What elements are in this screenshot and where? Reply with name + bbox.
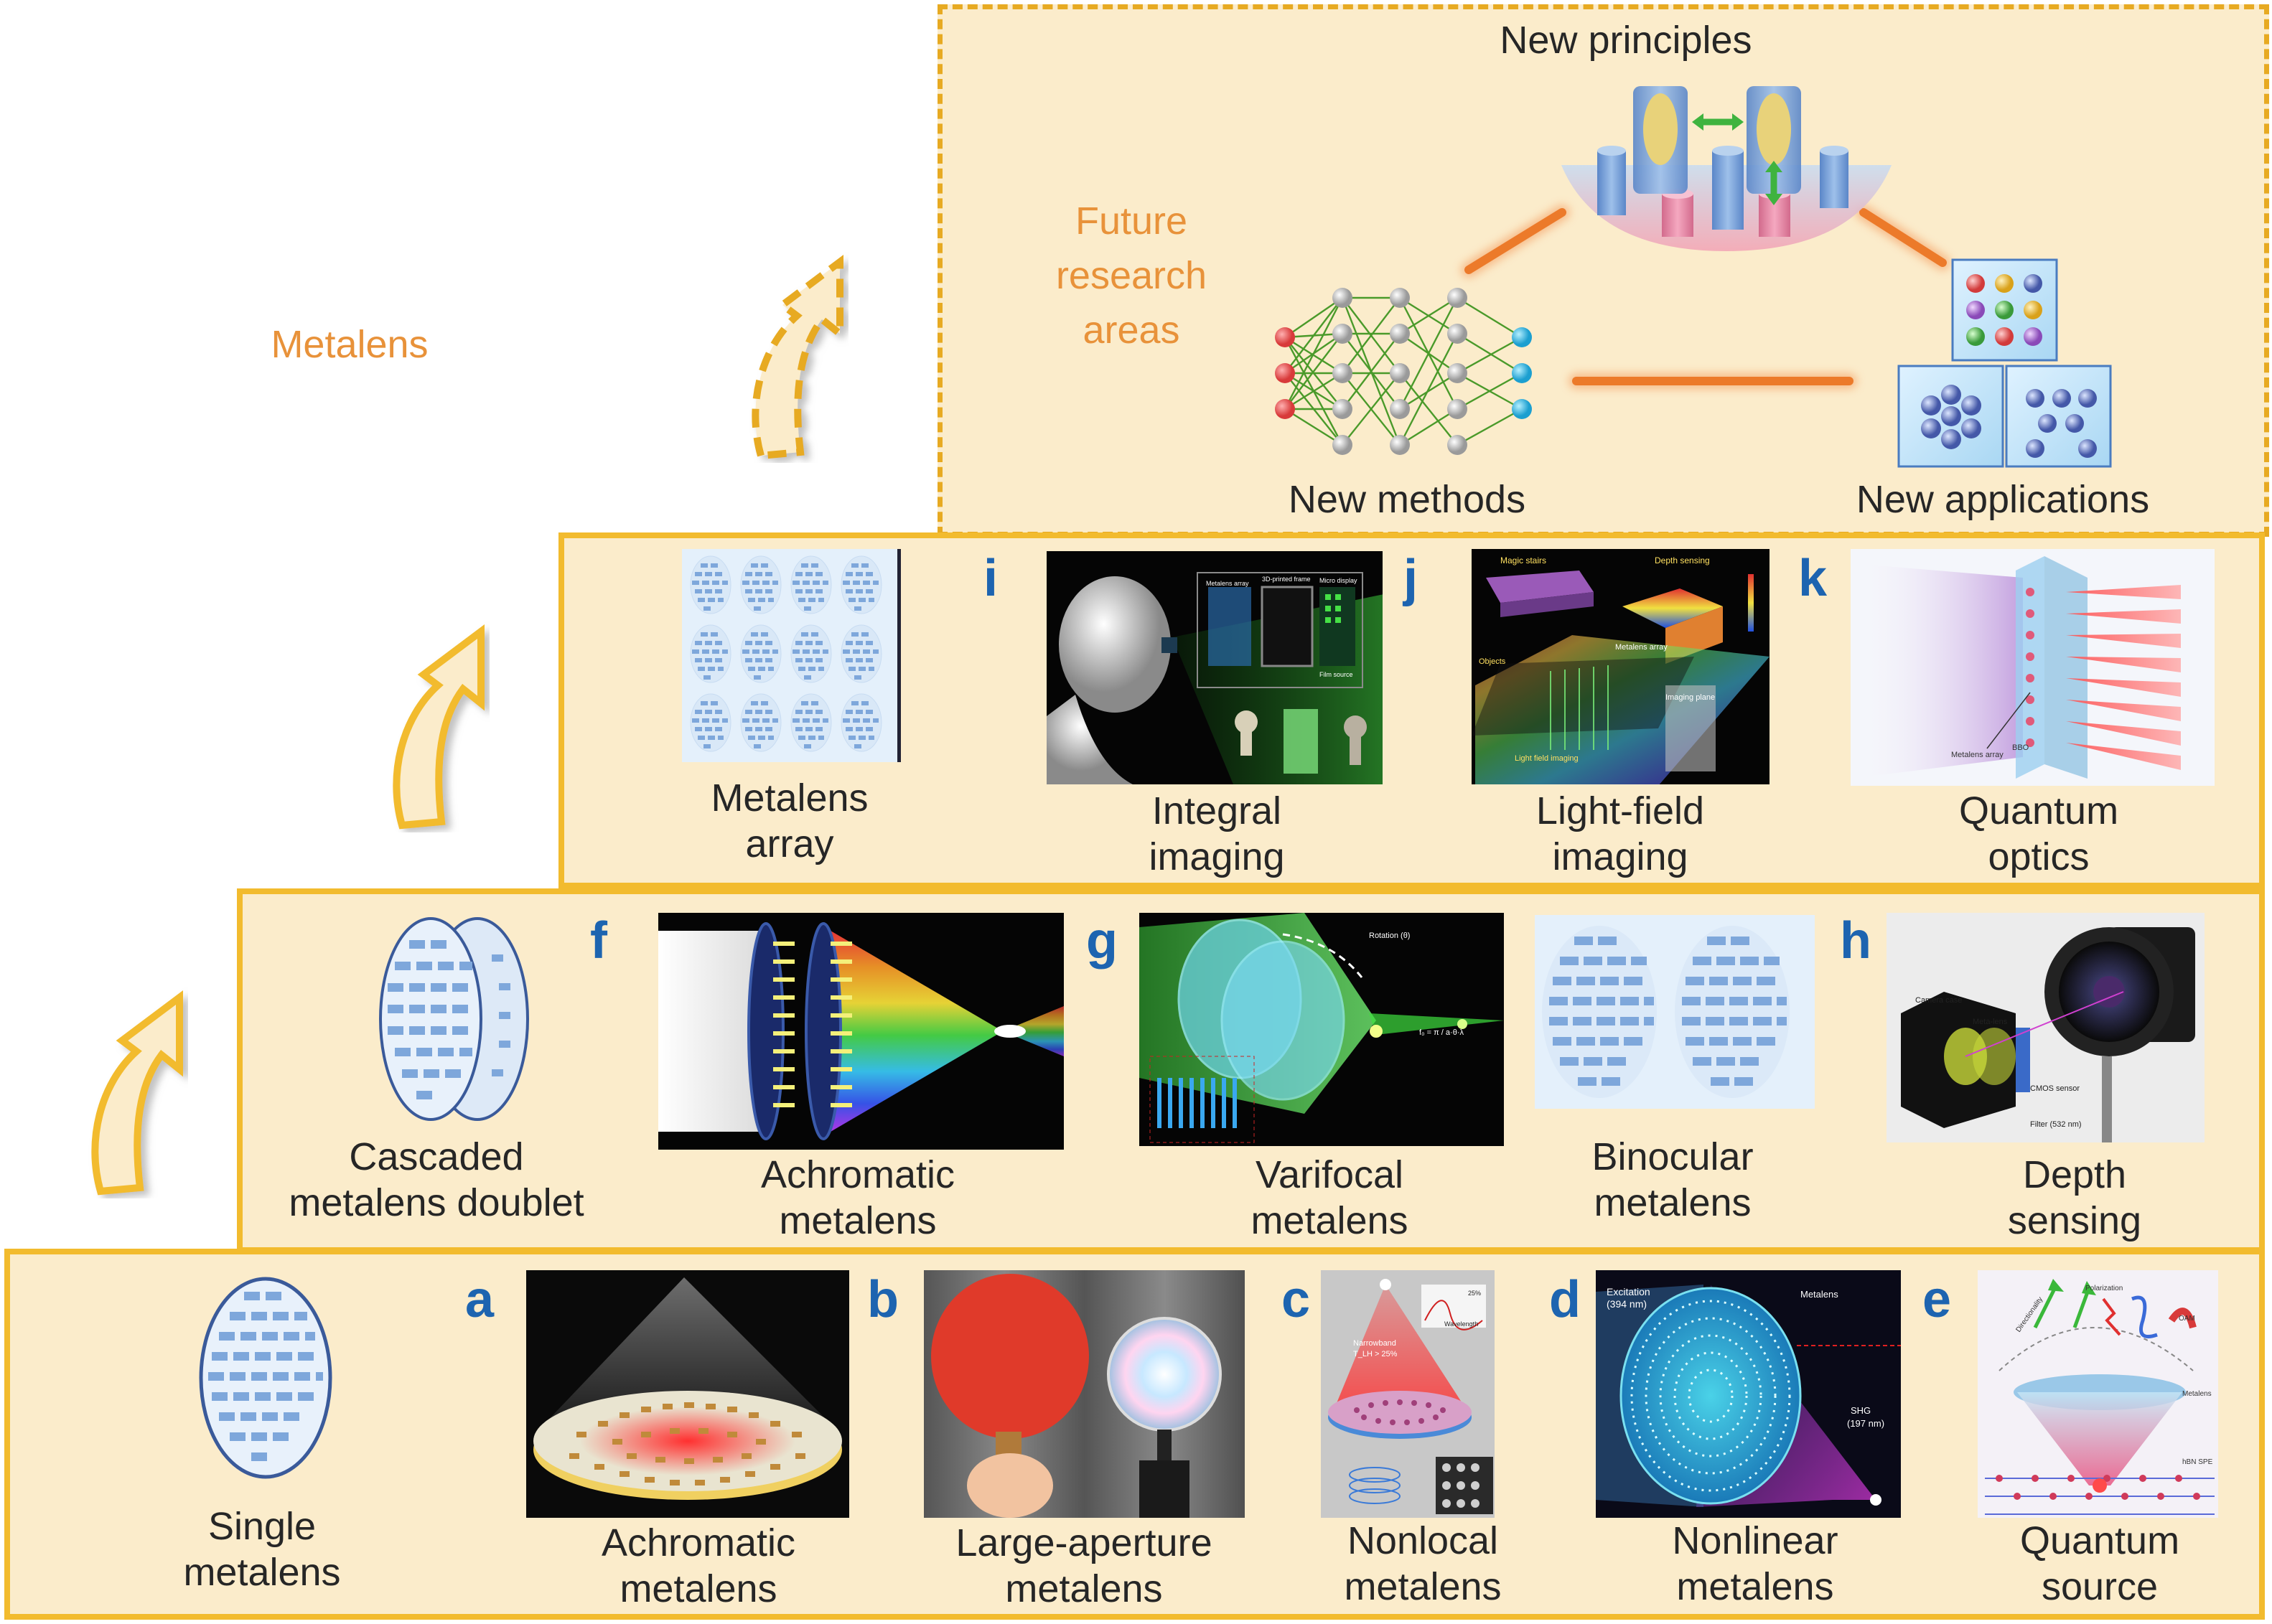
future-connectors — [1461, 205, 1950, 389]
panel-j-image: Magic stairs Depth sensing Objects Metal… — [1472, 549, 1770, 784]
panel-c-annotation: Narrowband — [1353, 1339, 1396, 1348]
panel-k-image: Metalens array BBO — [1851, 549, 2215, 786]
panel-d-annotation: Excitation — [1607, 1286, 1650, 1297]
panel-i-annotation: Micro display — [1319, 577, 1357, 584]
panel-c-annotation: Wavelength — [1444, 1320, 1478, 1328]
panel-i-image: 3D-printed frame Metalens array Micro di… — [1047, 551, 1383, 784]
panel-j-annotation: Objects — [1479, 657, 1506, 666]
new-methods-illustration — [1275, 288, 1532, 455]
panel-k-annotation: Metalens array — [1951, 751, 2004, 759]
panel-g-annotation: f₀ = π / a·θ·λ — [1419, 1028, 1464, 1037]
panel-e-annotation: Metalens — [2182, 1390, 2212, 1398]
panel-letter-d: d — [1549, 1271, 1581, 1328]
single-metalens-illustration — [199, 1277, 332, 1479]
panel-d-annotation: SHG — [1851, 1405, 1871, 1416]
panel-e-image: Directionality Polarization OAM Metalens… — [1978, 1270, 2218, 1518]
panel-letter-j: j — [1403, 550, 1418, 607]
panel-letter-e: e — [1922, 1271, 1952, 1328]
panel-c-annotation: T_LH > 25% — [1353, 1350, 1398, 1358]
panel-c-image: Narrowband T_LH > 25% 25% Wavelength — [1321, 1270, 1495, 1518]
cascaded-doublet-illustration — [379, 917, 529, 1121]
panel-i-annotation: Metalens array — [1206, 580, 1249, 587]
diagram-title: Metalens — [271, 323, 429, 366]
panel-letter-c: c — [1281, 1271, 1311, 1328]
panel-j-annotation: Magic stairs — [1500, 555, 1546, 565]
panel-d-annotation: (197 nm) — [1847, 1418, 1884, 1429]
panel-j-annotation: Imaging plane — [1665, 693, 1715, 702]
panel-i-annotation: 3D-printed frame — [1262, 576, 1311, 583]
panel-letter-g: g — [1086, 912, 1118, 970]
panel-h-annotation: CMOS sensor — [2030, 1084, 2080, 1093]
panel-letter-a: a — [465, 1271, 495, 1328]
panel-letter-k: k — [1798, 550, 1828, 607]
panel-d-image: Excitation (394 nm) Metalens SHG (197 nm… — [1596, 1270, 1901, 1518]
panel-letter-f: f — [590, 912, 607, 970]
step-arrow-2 — [393, 624, 485, 830]
step-arrow-1 — [91, 990, 183, 1196]
panel-h-annotation: Meta-lens — [1973, 1018, 2008, 1026]
binocular-metalens-illustration — [1535, 915, 1815, 1109]
new-principles-label: New principles — [1500, 19, 1752, 62]
new-principles-illustration — [1561, 86, 1892, 251]
panel-e-annotation: OAM — [2179, 1315, 2195, 1323]
panel-g-image: Rotation (θ) f₀ = π / a·θ·λ — [1139, 913, 1504, 1146]
future-heading: Future research areas — [1055, 200, 1207, 352]
metalens-array-illustration — [682, 549, 901, 762]
panel-h-annotation: Filter (532 nm) — [2030, 1120, 2082, 1129]
new-applications-label: New applications — [1856, 478, 2150, 521]
panel-h-image: Camera case Meta-lens CMOS sensor Filter… — [1887, 913, 2205, 1142]
step-arrow-future — [752, 255, 843, 460]
panel-j-annotation: Light field imaging — [1515, 754, 1579, 763]
panel-f-image — [658, 913, 1064, 1150]
panel-letter-h: h — [1840, 912, 1871, 970]
panel-j-annotation: Metalens array — [1615, 643, 1668, 652]
new-applications-illustration — [1897, 258, 2112, 468]
new-methods-label: New methods — [1288, 478, 1526, 521]
panel-d-annotation: (394 nm) — [1607, 1298, 1647, 1310]
panel-b-image — [924, 1270, 1245, 1518]
panel-letter-b: b — [867, 1271, 899, 1328]
panel-e-annotation: Polarization — [2085, 1285, 2123, 1292]
panel-e-annotation: hBN SPE — [2182, 1458, 2213, 1466]
panel-a-image — [526, 1270, 849, 1518]
panel-h-annotation: Camera case — [1915, 996, 1962, 1005]
panel-letter-i: i — [983, 550, 999, 607]
panel-d-annotation: Metalens — [1800, 1289, 1838, 1300]
panel-g-annotation: Rotation (θ) — [1369, 931, 1410, 940]
panel-k-annotation: BBO — [2012, 743, 2029, 752]
panel-c-annotation: 25% — [1468, 1290, 1481, 1297]
panel-j-annotation: Depth sensing — [1655, 555, 1710, 565]
panel-i-annotation: Film source — [1319, 671, 1353, 678]
